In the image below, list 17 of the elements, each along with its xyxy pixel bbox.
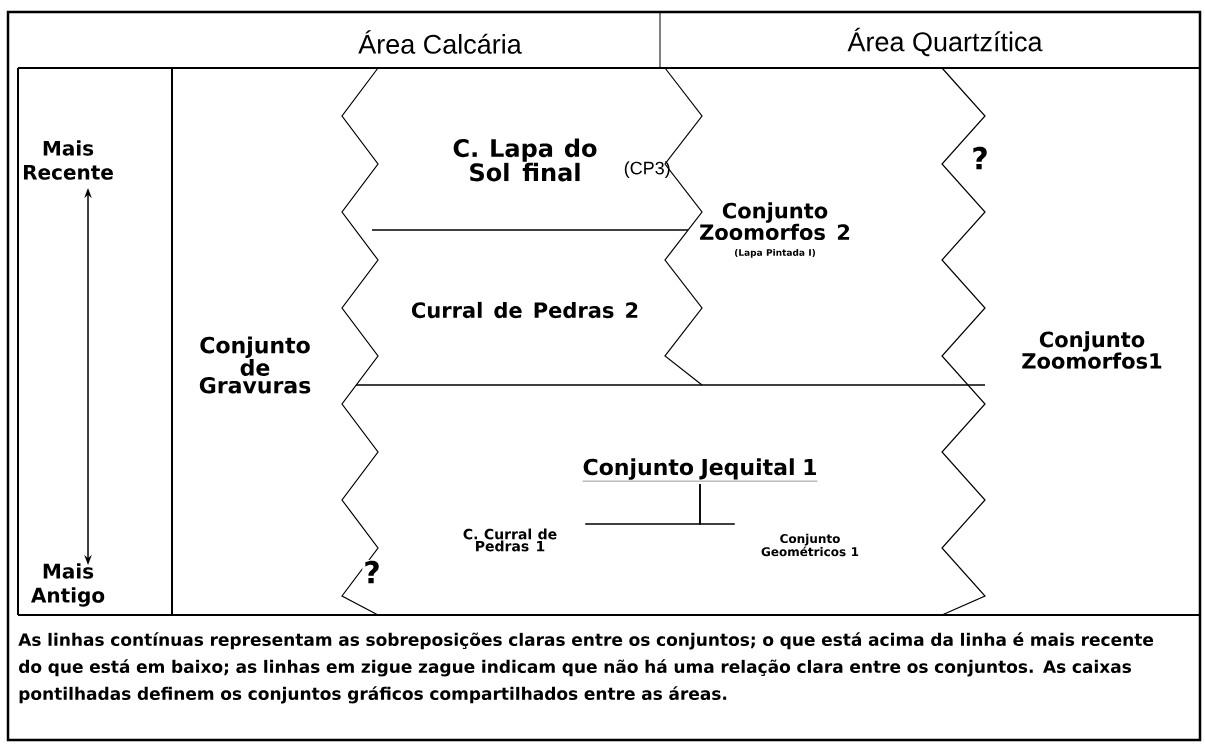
area-heading: Área Quartzítica (837, 24, 1053, 60)
set-label: C. Curral de Pedras 1 (463, 528, 557, 552)
set-label: Conjunto de Gravuras (199, 336, 311, 394)
area-heading: Área Calcária (348, 26, 532, 58)
set-label: Conjunto Jequital 1 (582, 458, 818, 482)
set-label: Conjunto Zoomorfos 2 (Lapa Pintada I) (700, 202, 850, 258)
code-label: (CP3) (624, 161, 670, 178)
set-label: Conjunto Zoomorfos1 (1022, 331, 1162, 369)
question-mark: ? (362, 559, 382, 585)
axis-label: Mais Recente (23, 140, 113, 180)
set-label: C. Lapa do Sol final (453, 138, 597, 182)
set-label: Curral de Pedras 2 (411, 301, 638, 319)
connector-line (699, 483, 736, 525)
caption: As linhas contínuas representam as sobreposições claras entre os conjuntos; o que está acima da linha é mais recente do que está em baixo; as linhas em zigue zague indicam que não há uma relação clara entre os conjuntos. As caixas pontilhadas definem os conjuntos gráficos compartilhados entre as áreas. (18, 632, 1154, 704)
question-mark: ? (970, 145, 990, 171)
axis-label: Mais Antigo (31, 563, 105, 607)
set-label: Conjunto Geométricos 1 (761, 533, 859, 557)
